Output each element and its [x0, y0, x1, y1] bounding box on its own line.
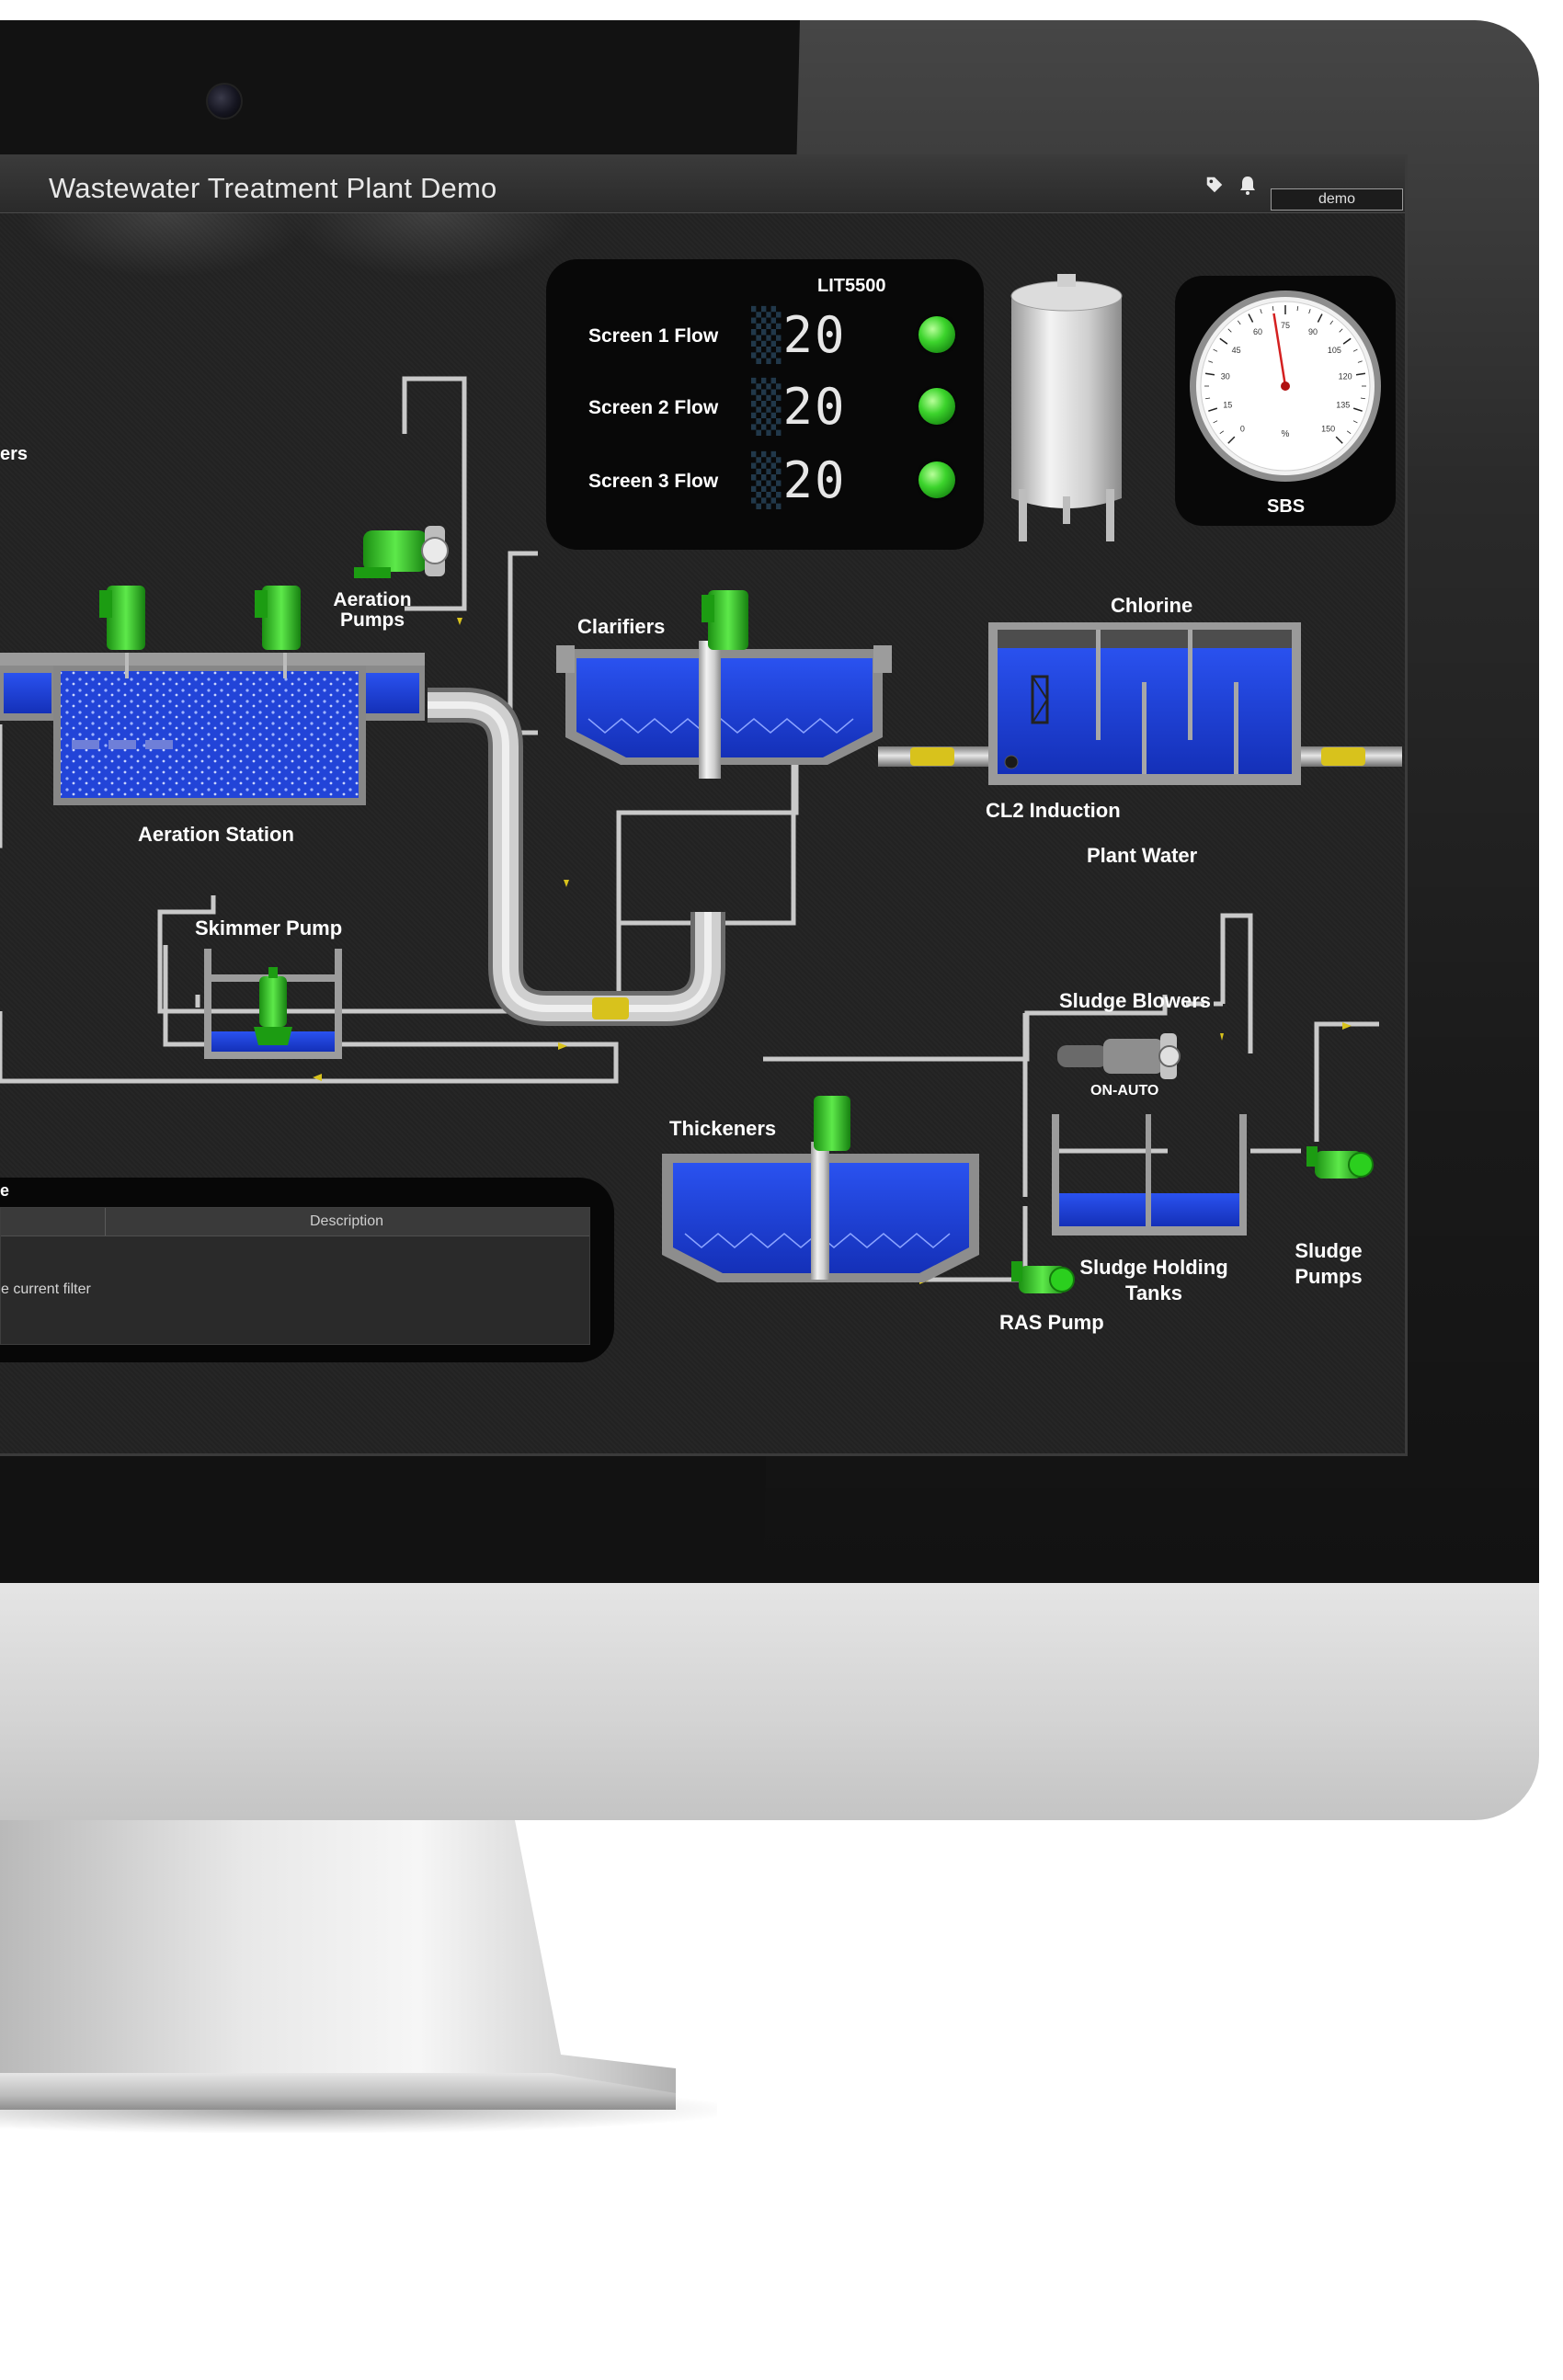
process-canvas: LIT5500 Screen 1 Flow ▒20 Screen 2 Flow … — [0, 213, 1405, 1453]
skimmer-pit — [204, 949, 342, 1059]
gauge-tick-label: 75 — [1281, 321, 1290, 330]
flow-panel-tag: LIT5500 — [817, 276, 886, 296]
sludge-pump — [1306, 1146, 1374, 1179]
gauge-tick — [1352, 407, 1363, 412]
flow-panel: LIT5500 Screen 1 Flow ▒20 Screen 2 Flow … — [546, 259, 984, 550]
cl2-induction-label: CL2 Induction — [986, 799, 1121, 822]
gauge-tick — [1208, 360, 1214, 363]
gauge-tick — [1308, 309, 1311, 314]
gauge-tick-label: 30 — [1221, 372, 1230, 381]
gauge-tick — [1204, 372, 1215, 376]
description-column-header[interactable]: Description — [310, 1213, 384, 1229]
screen-2-status-light — [918, 388, 955, 425]
gauge-tick — [1227, 328, 1232, 333]
sludge-pumps-label: Sludge Pumps — [1295, 1239, 1363, 1288]
gauge-tick — [1352, 348, 1358, 352]
gauge-tick — [1219, 337, 1228, 345]
main-pipes — [428, 688, 1402, 1026]
gauge-tick — [1213, 348, 1218, 352]
gauge-tick — [1296, 306, 1299, 312]
gauge-tick — [1272, 306, 1274, 312]
gauge-tick-label: 45 — [1232, 346, 1241, 355]
alarm-empty-message: e current filter — [1, 1281, 91, 1297]
screen-2-flow-display: ▒20 — [751, 378, 847, 436]
gauge-tick — [1237, 320, 1241, 325]
gauge-tick-label: 120 — [1339, 372, 1352, 381]
gauge-tick — [1360, 397, 1365, 400]
screen-2-flow-label: Screen 2 Flow — [588, 397, 719, 418]
gauge-tick — [1205, 397, 1211, 400]
tag-icon[interactable] — [1204, 175, 1225, 195]
gauge-tick — [1219, 430, 1225, 435]
skimmer-pump-label: Skimmer Pump — [195, 917, 343, 939]
aeration-pumps-label: Aeration Pumps — [333, 589, 412, 631]
gauge-tick — [1352, 420, 1358, 424]
alarm-panel-title: e — [0, 1181, 10, 1200]
sludge-holding-tanks — [1052, 1114, 1247, 1236]
thickeners-label: Thickeners — [669, 1117, 777, 1140]
chlorine-contact-tank — [988, 622, 1301, 785]
column-separator — [105, 1208, 106, 1236]
process-diagram — [0, 274, 1402, 1293]
on-auto-label: ON-AUTO — [1090, 1083, 1159, 1099]
ras-pump-label: RAS Pump — [999, 1311, 1104, 1334]
gauge-tick — [1317, 313, 1323, 323]
camera-icon — [206, 83, 243, 120]
blowers-partial-label: ers — [0, 444, 29, 464]
gauge-tick-label: 60 — [1253, 327, 1262, 336]
gauge-tick — [1335, 436, 1343, 444]
storage-tank — [1010, 274, 1123, 541]
app-title: Wastewater Treatment Plant Demo — [49, 172, 497, 204]
gauge-tick — [1357, 360, 1363, 363]
gauge-tick — [1208, 407, 1218, 412]
monitor-chin — [0, 1581, 1539, 1820]
screen-1-status-light — [918, 316, 955, 353]
gauge-tick — [1346, 430, 1352, 435]
gauge-unit: % — [1282, 429, 1290, 439]
screen-1-flow-display: ▒20 — [751, 306, 847, 364]
alarm-table: Description e current filter — [0, 1207, 590, 1345]
gauge-tick — [1213, 420, 1218, 424]
gauge-tick — [1329, 320, 1334, 325]
sludge-blower — [1057, 1033, 1181, 1079]
screen-3-status-light — [918, 461, 955, 498]
bell-icon[interactable] — [1237, 174, 1259, 196]
aeration-station — [0, 526, 449, 805]
hmi-screen: Wastewater Treatment Plant Demo demo — [0, 154, 1408, 1456]
alarm-table-header: Description — [1, 1208, 589, 1236]
gauge-tick — [1342, 337, 1352, 345]
screen-3-flow-label: Screen 3 Flow — [588, 471, 719, 492]
gauge-tick — [1355, 372, 1366, 376]
thickener — [662, 1096, 979, 1282]
monitor-stand-foot — [0, 2073, 676, 2110]
plant-water-label: Plant Water — [1087, 844, 1198, 867]
clarifier — [556, 590, 892, 779]
gauge-tick — [1248, 313, 1254, 323]
ras-pump — [1011, 1261, 1075, 1293]
gauge-tick-label: 15 — [1223, 400, 1232, 409]
gauge-needle — [1272, 313, 1287, 387]
gauge-tick-label: 105 — [1328, 346, 1341, 355]
aeration-station-label: Aeration Station — [138, 823, 294, 846]
chlorine-label: Chlorine — [1111, 594, 1193, 617]
user-field[interactable]: demo — [1271, 188, 1403, 211]
sludge-holding-tanks-label: Sludge Holding Tanks — [1079, 1256, 1228, 1304]
gauge-tick — [1227, 436, 1236, 444]
screen-3-flow-display: ▒20 — [751, 451, 847, 509]
sbs-label: SBS — [1267, 496, 1306, 517]
title-bar: Wastewater Treatment Plant Demo demo — [0, 157, 1405, 213]
gauge-tick-label: 135 — [1336, 400, 1350, 409]
sludge-blowers-label: Sludge Blowers — [1059, 989, 1212, 1012]
sbs-gauge-panel: 0 15 30 45 60 75 90 105 120 135 150 % SBS — [1175, 276, 1396, 526]
gauge-tick — [1339, 328, 1343, 333]
gauge-tick-label: 0 — [1240, 425, 1245, 434]
screen-1-flow-label: Screen 1 Flow — [588, 325, 719, 347]
clarifiers-label: Clarifiers — [577, 615, 666, 638]
alarm-panel: e Description e current filter — [0, 1178, 614, 1362]
gauge-tick-label: 90 — [1308, 327, 1318, 336]
gauge-tick — [1260, 309, 1262, 314]
sbs-gauge: 0 15 30 45 60 75 90 105 120 135 150 % — [1190, 290, 1381, 482]
monitor-stand — [0, 1820, 676, 2105]
gauge-tick-label: 150 — [1321, 425, 1335, 434]
